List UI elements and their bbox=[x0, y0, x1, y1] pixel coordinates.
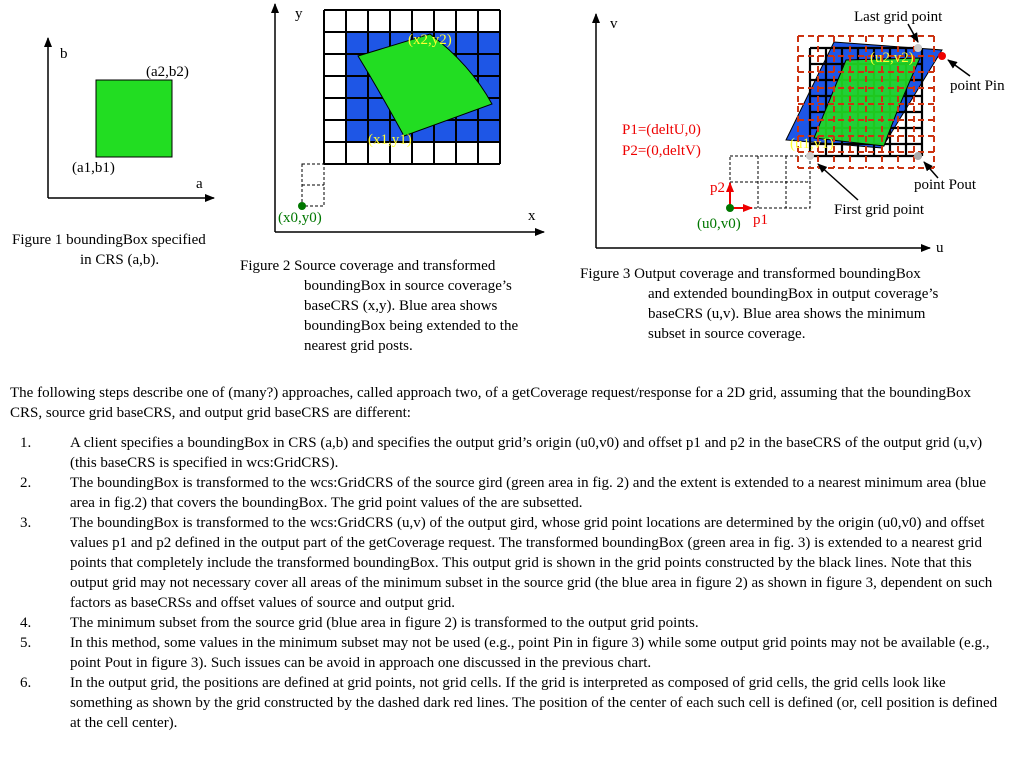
figure3-cell-grid-dashed bbox=[797, 35, 935, 169]
figure3-point2-label: (u2,v2) bbox=[870, 50, 914, 66]
list-item: 1. A client specifies a boundingBox in CR… bbox=[20, 433, 1010, 473]
figure3-origin-label: (u0,v0) bbox=[697, 216, 741, 232]
step-number: 6. bbox=[20, 675, 32, 691]
list-item: 6. In the output grid, the positions are … bbox=[20, 673, 1010, 733]
figure1-diagram: b a (a2,b2) (a1,b1) bbox=[44, 37, 215, 202]
figure3-axis-v-label: v bbox=[610, 16, 618, 32]
figure1-axis-b-label: b bbox=[60, 46, 68, 62]
step-text: In the output grid, the positions are de… bbox=[70, 675, 998, 731]
step-text: A client specifies a boundingBox in CRS … bbox=[70, 435, 983, 471]
figure3-origin-dashed-grid bbox=[729, 155, 811, 209]
figure2-diagram: y x (x0,y0) (x1,y1) (x2,y2) bbox=[271, 3, 545, 236]
figure3-first-grid-point-marker bbox=[806, 152, 814, 160]
list-item: 3. The boundingBox is transformed to the … bbox=[20, 513, 1010, 613]
step-number: 1. bbox=[20, 435, 32, 451]
figure2-transformed-bounding-box bbox=[357, 33, 493, 137]
figure2-caption-line3: baseCRS (x,y). Blue area shows bbox=[304, 298, 498, 314]
figure3-caption-line4: subset in source coverage. bbox=[648, 326, 806, 342]
figure3-point-pin-arrow bbox=[947, 59, 971, 77]
figure3-p1-definition: P1=(deltU,0) bbox=[622, 122, 701, 138]
figure3-diagram: v u P1=(deltU,0) P2=(0,deltV) p2 p1 (u0,… bbox=[592, 9, 1005, 256]
figure3-point-pin-marker bbox=[938, 52, 946, 60]
intro-paragraph: The following steps describe one of (man… bbox=[10, 385, 971, 421]
figure1-bounding-box bbox=[95, 79, 173, 158]
figure3-last-grid-point-label: Last grid point bbox=[854, 9, 943, 25]
figure3-point1-label: (u1,v1) bbox=[790, 136, 834, 152]
figure2-caption-line2: boundingBox in source coverage’s bbox=[304, 278, 512, 294]
figure3-point-pin-label: point Pin bbox=[950, 78, 1005, 94]
figure3-caption: Figure 3 Output coverage and transformed… bbox=[580, 264, 1010, 344]
figure1-corner-max-label: (a2,b2) bbox=[146, 64, 189, 80]
figure3-point-pout-marker bbox=[914, 152, 922, 160]
figure3-caption-line2: and extended boundingBox in output cover… bbox=[648, 286, 939, 302]
step-number: 5. bbox=[20, 635, 32, 651]
figure3-first-grid-point-arrow bbox=[817, 163, 859, 201]
step-text: The boundingBox is transformed to the wc… bbox=[70, 515, 993, 611]
figure3-last-grid-point-arrow bbox=[907, 23, 919, 43]
figure2-point2-label: (x2,y2) bbox=[408, 32, 452, 48]
step-text: The minimum subset from the source grid … bbox=[70, 615, 699, 631]
figure2-point1-label: (x1,y1) bbox=[368, 132, 412, 148]
figure2-axis-y-label: y bbox=[295, 6, 303, 22]
figure3-p1-label: p1 bbox=[753, 212, 768, 228]
figure3-origin-point bbox=[726, 204, 734, 212]
list-item: 2. The boundingBox is transformed to the … bbox=[20, 473, 1010, 513]
step-text: In this method, some values in the minim… bbox=[70, 635, 990, 671]
figure3-point-pout-arrow bbox=[923, 161, 939, 179]
figure2-caption-line5: nearest grid posts. bbox=[304, 338, 413, 354]
figure3-point-pout-label: point Pout bbox=[914, 177, 977, 193]
figure3-caption-line1: Figure 3 Output coverage and transformed… bbox=[580, 266, 921, 282]
figure3-caption-line3: baseCRS (u,v). Blue area shows the minim… bbox=[648, 306, 926, 322]
step-number: 2. bbox=[20, 475, 32, 491]
figure1-axis-a-label: a bbox=[196, 176, 203, 192]
figure2-axis-x-label: x bbox=[528, 208, 536, 224]
figure2-origin-dashed-grid bbox=[301, 163, 325, 207]
figure3-p2-definition: P2=(0,deltV) bbox=[622, 143, 701, 159]
figure2-caption-line4: boundingBox being extended to the bbox=[304, 318, 519, 334]
figure1-caption-line2: in CRS (a,b). bbox=[80, 252, 160, 268]
step-number: 3. bbox=[20, 515, 32, 531]
diagram-canvas: b a (a2,b2) (a1,b1) y x (x0,y0) (x1,y1) … bbox=[44, 3, 1005, 256]
figure3-axis-u-label: u bbox=[936, 240, 944, 256]
figure2-origin-label: (x0,y0) bbox=[278, 210, 322, 226]
step-number: 4. bbox=[20, 615, 32, 631]
figure3-first-grid-point-label: First grid point bbox=[834, 202, 925, 218]
figure3-p2-label: p2 bbox=[710, 180, 725, 196]
figure1-caption-line1: Figure 1 boundingBox specified bbox=[12, 232, 206, 248]
figure2-caption-line1: Figure 2 Source coverage and transformed bbox=[240, 258, 496, 274]
list-item: 5. In this method, some values in the min… bbox=[20, 633, 1010, 673]
step-text: The boundingBox is transformed to the wc… bbox=[70, 475, 986, 511]
steps-list: 1. A client specifies a boundingBox in CR… bbox=[20, 433, 1010, 733]
figure3-last-grid-point-marker bbox=[914, 44, 922, 52]
list-item: 4. The minimum subset from the source gri… bbox=[20, 613, 1010, 633]
figure2-caption: Figure 2 Source coverage and transformed… bbox=[240, 256, 580, 356]
figure1-corner-min-label: (a1,b1) bbox=[72, 160, 115, 176]
figure1-caption: Figure 1 boundingBox specified in CRS (a… bbox=[12, 230, 252, 270]
figure2-origin-point bbox=[298, 202, 306, 210]
